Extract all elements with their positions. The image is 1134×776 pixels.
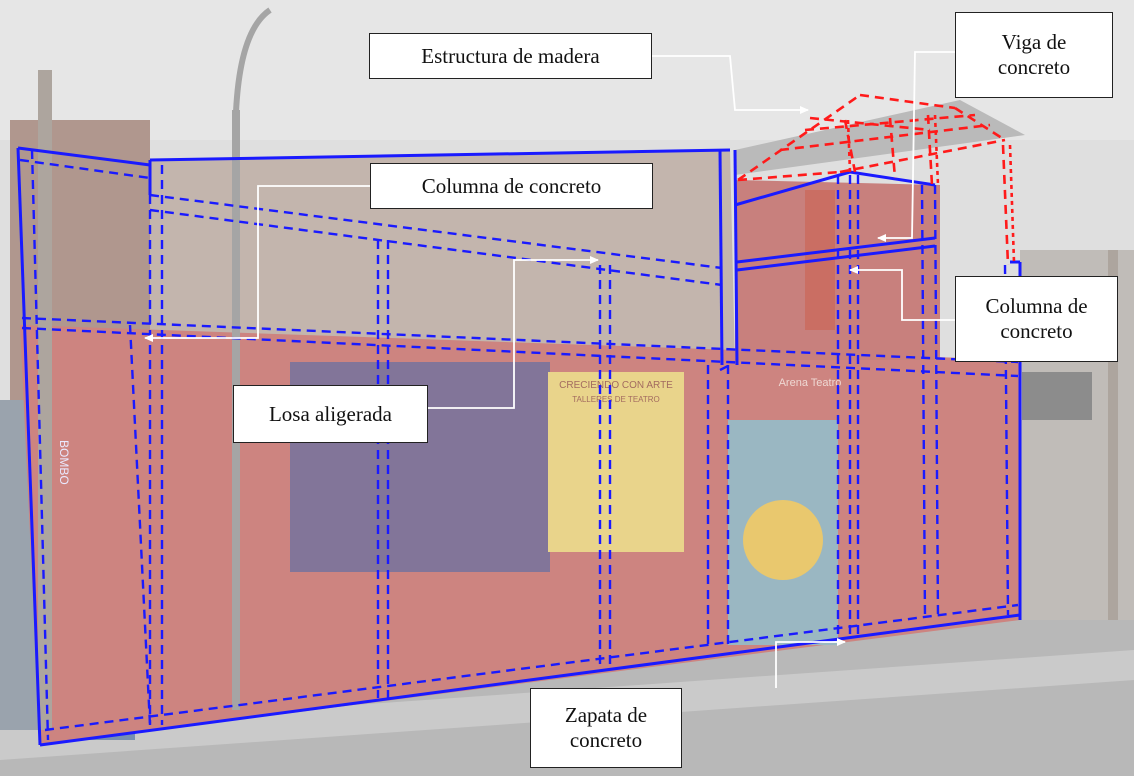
- sun-mural: [743, 500, 823, 580]
- street-lamp-arm: [233, 7, 272, 113]
- poster-heading: CRECIENDO CON ARTE: [559, 380, 673, 391]
- leader-arrows: [144, 51, 955, 688]
- arrow-concrete-column-right: [849, 266, 955, 321]
- callout-concrete-beam: Viga de concreto: [955, 12, 1113, 98]
- arrow-wood-structure: [650, 55, 809, 114]
- poster-subheading: TALLERES DE TEATRO: [572, 395, 660, 404]
- facade-sign: Arena Teatro: [779, 377, 842, 389]
- arrow-concrete-column-left: [144, 185, 370, 342]
- callout-wood-structure: Estructura de madera: [369, 33, 652, 79]
- callout-concrete-footing: Zapata de concreto: [530, 688, 682, 768]
- callout-concrete-column-right: Columna de concreto: [955, 276, 1118, 362]
- callout-lightweight-slab: Losa aligerada: [233, 385, 428, 443]
- utility-pole-left: [38, 70, 52, 730]
- callout-concrete-column-left: Columna de concreto: [370, 163, 653, 209]
- arrow-concrete-footing: [775, 638, 846, 688]
- arrow-lightweight-slab: [428, 256, 599, 409]
- wood-structure-overlay: [737, 93, 1016, 266]
- roof-cover: [735, 100, 1025, 175]
- arrow-concrete-beam: [877, 51, 955, 242]
- right-window: [1022, 372, 1092, 420]
- utility-pole-right: [1108, 250, 1118, 620]
- side-sign: BOMBO: [57, 440, 71, 485]
- mural-poster: [548, 372, 684, 552]
- concrete-frame-overlay: [16, 146, 1022, 747]
